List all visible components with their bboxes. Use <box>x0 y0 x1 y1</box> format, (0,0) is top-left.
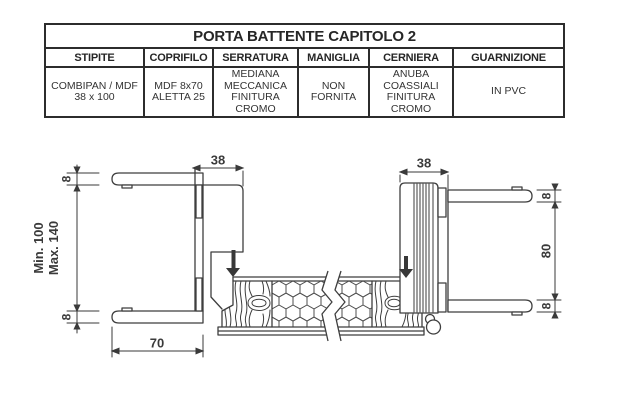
col-header-maniglia: MANIGLIA <box>297 47 370 68</box>
dim-wall-max: Max. 140 <box>46 220 61 276</box>
cell-text: MEDIANA <box>231 68 280 80</box>
cell-text: FINITURA <box>231 91 280 103</box>
left-frame-profile <box>111 167 244 324</box>
col-header-guarnizione: GUARNIZIONE <box>451 47 566 68</box>
dim-wall-min: Min. 100 <box>31 222 46 274</box>
door-leaf <box>217 276 425 336</box>
dim-right-width: 38 <box>416 155 432 171</box>
cell-text: CROMO <box>235 102 276 115</box>
dim-frame-depth: 70 <box>149 335 165 351</box>
cell-text: FORNITA <box>310 91 357 103</box>
dim-right-gap-bottom: 8 <box>539 302 554 310</box>
cell-cerniera: ANUBA COASSIALI FINITURA CROMO <box>368 66 454 118</box>
col-header-coprifilo: COPRIFILO <box>143 47 214 68</box>
cell-text: MECCANICA <box>223 79 287 92</box>
dimension-lines <box>66 164 562 358</box>
cell-stipite: COMBIPAN / MDF 38 x 100 <box>44 66 145 118</box>
cell-text: IN PVC <box>491 85 527 98</box>
cell-text: ANUBA <box>392 68 430 80</box>
col-header-cerniera: CERNIERA <box>368 47 454 68</box>
cell-text: CROMO <box>390 102 432 115</box>
dim-wall-range: Min. 100 Max. 140 <box>31 221 61 275</box>
cell-coprifilo: MDF 8x70 ALETTA 25 <box>143 66 214 118</box>
dim-right-height: 80 <box>538 243 554 259</box>
cell-text: MDF 8x70 <box>154 79 203 92</box>
col-header-serratura: SERRATURA <box>212 47 299 68</box>
table-title: PORTA BATTENTE CAPITOLO 2 <box>43 23 566 49</box>
dim-left-gap-top: 8 <box>59 175 74 183</box>
dim-left-gap-bottom: 8 <box>59 313 74 321</box>
dim-right-gap-top: 8 <box>539 192 554 200</box>
cell-text: NON <box>321 79 346 92</box>
col-header-stipite: STIPITE <box>44 47 145 68</box>
cell-text: COASSIALI <box>383 79 439 92</box>
right-frame-profile <box>399 182 533 316</box>
cell-text: 38 x 100 <box>74 91 115 103</box>
seal-arrow-right <box>399 256 413 278</box>
cell-maniglia: NON FORNITA <box>297 66 370 118</box>
cell-guarnizione: IN PVC <box>451 66 566 118</box>
cell-serratura: MEDIANA MECCANICA FINITURA CROMO <box>212 66 299 118</box>
seal-arrow-left <box>226 250 240 277</box>
break-symbol <box>321 270 346 342</box>
spec-table: PORTA BATTENTE CAPITOLO 2 STIPITE COPRIF… <box>43 23 566 118</box>
hinge <box>424 313 442 335</box>
dim-left-width: 38 <box>210 152 226 168</box>
cell-text: FINITURA <box>386 91 436 103</box>
cell-text: COMBIPAN / MDF <box>51 79 138 92</box>
cell-text: ALETTA 25 <box>152 91 205 103</box>
